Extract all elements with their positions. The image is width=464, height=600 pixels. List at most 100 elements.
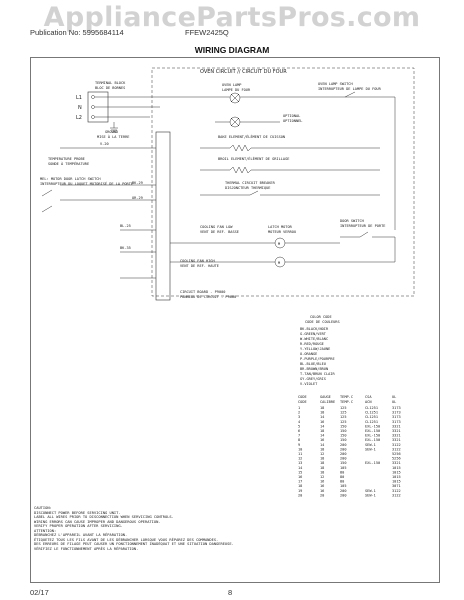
table-cell: 150 [340, 434, 347, 438]
color-code-item: BK-BLACK/NOIR [300, 327, 329, 331]
model-number: FFEW2425Q [185, 28, 229, 37]
table-cell: 80 [340, 480, 344, 484]
caution-notes: CAUTION: DISCONNECT POWER BEFORE SERVICI… [34, 506, 234, 551]
cooling-fan-label-fr: VENT DE REF. BASSE [200, 230, 239, 234]
table-cell: 3173 [392, 415, 401, 419]
broil-element [200, 166, 380, 174]
color-code-item: W-WHITE/BLANC [300, 337, 328, 341]
temp-probe-label: TEMPERATURE PROBE [48, 157, 85, 161]
table-subheader: UL [392, 400, 396, 404]
table-cell: 150 [340, 424, 347, 428]
circuit-board-label-fr: PANNEAU DE CIRCUIT - P9000 [180, 295, 236, 299]
ground-label: GROUND [105, 130, 118, 134]
table-cell: 10 [298, 447, 302, 451]
table-cell: 5 [298, 424, 300, 428]
table-cell: 3122 [392, 447, 401, 451]
table-subheader: TEMP.C [340, 400, 353, 404]
table-cell: 3173 [392, 406, 401, 410]
table-cell: 13 [298, 461, 302, 465]
table-cell: EXL-150 [365, 424, 380, 428]
table-cell: CL1251 [365, 411, 378, 415]
table-cell: 3 [298, 415, 300, 419]
oven-circuit-label: OVEN CIRCUIT // CIRCUIT DU FOUR [200, 69, 287, 75]
table-cell: 3122 [392, 493, 401, 497]
table-cell: 150 [340, 461, 347, 465]
circuit-board [155, 131, 171, 301]
table-cell: 3122 [392, 489, 401, 493]
table-cell: 3321 [392, 429, 401, 433]
motor-switch-label-fr: INTERRUPTEUR DU LOQUET MOTORISÉ DE LA PO… [40, 181, 133, 186]
table-cell: 2 [298, 411, 300, 415]
table-cell: 150 [340, 429, 347, 433]
table-cell: 20 [298, 493, 302, 497]
table-cell: SEW-1 [365, 493, 376, 497]
table-cell: 9 [298, 443, 300, 447]
table-cell: 3321 [392, 424, 401, 428]
footer-page: 8 [228, 588, 233, 597]
door-switch-label-fr: INTERRUPTEUR DE PORTE [340, 224, 385, 228]
table-cell: 16 [320, 480, 324, 484]
table-header: CODE [298, 395, 307, 399]
table-cell: 14 [320, 424, 324, 428]
color-code-item: T-TAN/BRUN CLAIR [300, 372, 335, 376]
table-cell: 200 [340, 489, 347, 493]
table-header: GAUGE [320, 395, 331, 399]
publication-number: Publication No: 5995684114 [30, 28, 124, 37]
table-cell: 125 [340, 420, 347, 424]
tag-bk29: BK-29 [132, 181, 143, 185]
table-cell: 18 [320, 457, 324, 461]
table-cell: 18 [320, 447, 324, 451]
motor-switch-label: MEL: MOTOR DOOR LATCH SWITCH [40, 177, 101, 181]
table-cell: 20 [320, 493, 324, 497]
table-header: UL [392, 395, 396, 399]
table-cell: 12 [298, 457, 302, 461]
color-code-item: P-PURPLE/POURPRE [300, 357, 335, 361]
color-code-list: BK-BLACK/NOIRG-GREEN/VERTW-WHITE/BLANCR-… [300, 327, 335, 386]
table-cell: 3173 [392, 420, 401, 424]
table-cell: 4 [298, 420, 300, 424]
table-cell: 200 [340, 493, 347, 497]
table-cell: EXL-150 [365, 461, 380, 465]
table-cell: 3321 [392, 461, 401, 465]
table-cell: 1 [298, 406, 300, 410]
table-header: CSA [365, 395, 372, 399]
table-cell: CL1251 [365, 406, 378, 410]
table-cell: 11 [298, 452, 302, 456]
table-cell: 12 [320, 475, 324, 479]
table-cell: 3122 [392, 443, 401, 447]
table-cell: 80 [340, 475, 344, 479]
color-code-item: Y-YELLOW/JAUNE [300, 347, 330, 351]
table-cell: 1015 [392, 475, 401, 479]
diagram-frame [30, 57, 440, 583]
oven-lamp-label-fr: LAMPE DU FOUR [222, 88, 251, 92]
table-cell: 14 [320, 434, 324, 438]
table-cell: CL1251 [365, 420, 378, 424]
table-cell: 14 [320, 443, 324, 447]
table-cell: EXL-150 [365, 429, 380, 433]
terminal-block-label: TERMINAL BLOCK [95, 81, 126, 85]
l1-label: L1 [76, 95, 82, 101]
table-cell: 125 [340, 415, 347, 419]
table-cell: 105 [340, 484, 347, 488]
svg-text:M: M [278, 261, 281, 265]
table-cell: 6 [298, 429, 300, 433]
oven-lamp-label: OVEN LAMP [222, 83, 241, 87]
table-subheader: CODE [298, 400, 307, 404]
oven-enclosure [151, 67, 415, 297]
table-cell: 16 [320, 438, 324, 442]
publication-line: Publication No: 5995684114 FFEW2425Q [30, 28, 440, 37]
latch-motor-label-fr: MOTEUR VERROU [268, 230, 296, 234]
tag-or29: OR-29 [132, 196, 143, 200]
oven-lamp-switch-label: OVEN LAMP SWITCH [318, 82, 353, 86]
table-cell: 105 [340, 466, 347, 470]
tag-bl25: BL-25 [120, 224, 131, 228]
table-cell: 14 [298, 466, 302, 470]
color-code-item: R-RED/ROUGE [300, 342, 324, 346]
table-cell: EXL-150 [365, 438, 380, 442]
table-cell: 3173 [392, 411, 401, 415]
table-cell: 18 [320, 461, 324, 465]
table-cell: 200 [340, 457, 347, 461]
color-code-item: BR-BROWN/BRUN [300, 367, 328, 371]
